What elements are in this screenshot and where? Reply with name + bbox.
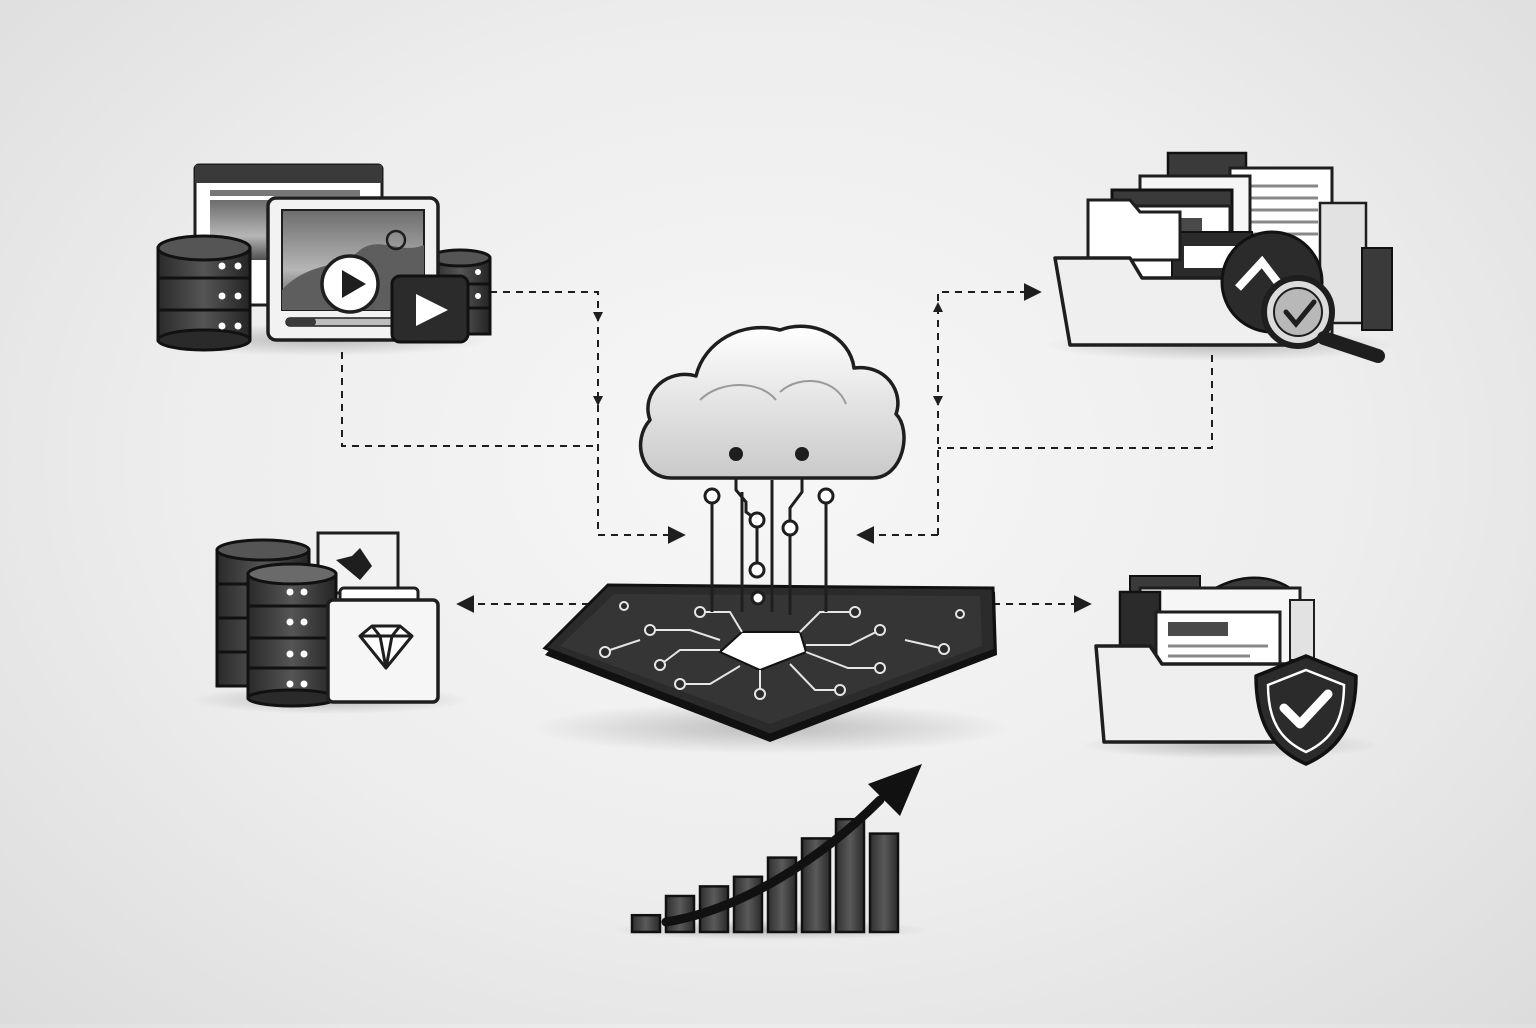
shield-check-icon	[1254, 654, 1358, 766]
connector-media-branch	[341, 352, 598, 447]
document-icon	[1118, 575, 1315, 674]
growth-bar	[630, 913, 662, 934]
database-icon	[156, 234, 252, 352]
document-search	[1045, 151, 1395, 363]
growth-bar	[800, 837, 832, 934]
cloud-chip-hub	[530, 324, 1010, 754]
cloud-wire-nodes	[703, 487, 835, 606]
trend-arrow-icon	[661, 795, 885, 927]
secure-files	[1080, 575, 1380, 766]
magnifier-icon	[1220, 230, 1385, 363]
database-icon	[246, 562, 338, 708]
gem-icon	[358, 624, 414, 670]
media-storage	[150, 163, 492, 356]
gem-archive	[190, 531, 470, 714]
growth-bar	[868, 832, 900, 934]
circuit-chip-icon	[542, 583, 997, 742]
trend-arrow-head	[868, 764, 922, 816]
growth-chart	[610, 764, 930, 940]
connector-mid-arrows	[593, 302, 943, 406]
bar-chart-icon	[630, 817, 900, 934]
cloud-icon	[639, 324, 906, 480]
connector-media-to-hub	[490, 291, 686, 544]
cloud-wires	[710, 456, 828, 615]
connector-documents-branch	[938, 355, 1213, 449]
connector-documents-in	[937, 283, 1042, 535]
play-button-icon	[390, 274, 470, 344]
play-icon	[342, 270, 366, 298]
